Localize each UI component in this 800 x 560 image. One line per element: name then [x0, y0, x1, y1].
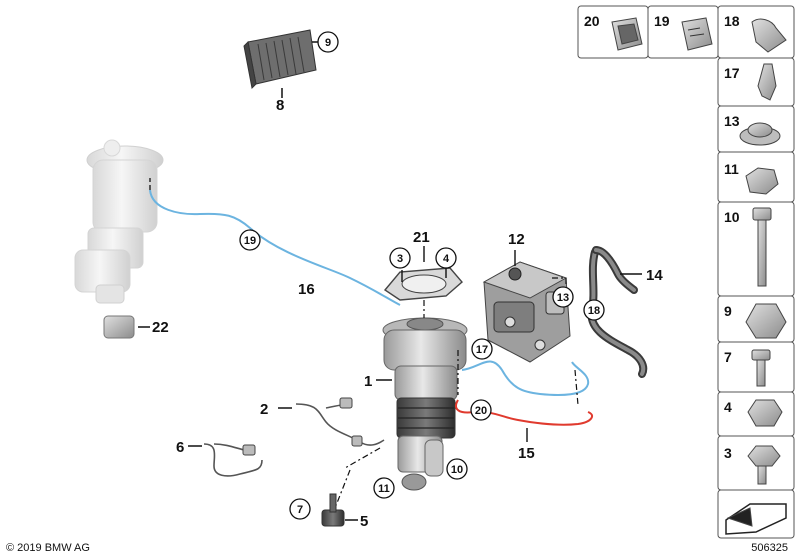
air-line-16: [149, 189, 401, 306]
panel-label-19: 19: [654, 13, 670, 29]
panel-label-7: 7: [724, 349, 732, 365]
panel-label-10: 10: [724, 209, 740, 225]
sensor-2: [278, 397, 385, 447]
mount-gasket: [383, 246, 463, 301]
circled-callout-labels: 9 19 3 4 13 18 17 20 10 11 7: [244, 37, 600, 516]
bracket-5: [321, 493, 358, 527]
air-line-blue-front: [461, 360, 590, 396]
callout-21: 21: [413, 229, 430, 246]
circle-4: [435, 247, 457, 269]
callout-12: 12: [508, 231, 525, 248]
callout-6: 6: [176, 439, 184, 456]
panel-part-drawings: [611, 17, 787, 535]
callout-labels: 1 2 6 5 8 12 14 15 16 21 22: [152, 97, 663, 530]
callout-15: 15: [518, 445, 535, 462]
sensor-6: [188, 443, 263, 477]
circle-18: [583, 299, 605, 321]
callout-11: 11: [378, 483, 390, 495]
callout-9: 9: [325, 37, 331, 49]
circle-11: [373, 477, 395, 499]
callout-4: 4: [443, 253, 450, 265]
circle-10: [446, 458, 468, 480]
panel-label-4: 4: [724, 399, 732, 415]
circle-20: [470, 399, 492, 421]
panel-label-13: 13: [724, 113, 740, 129]
callout-19: 19: [244, 235, 256, 247]
callout-5: 5: [360, 513, 368, 530]
circled-callouts: [239, 31, 605, 520]
copyright-notice: © 2019 BMW AG: [6, 542, 90, 554]
circle-13: [552, 286, 574, 308]
panel-label-11: 11: [724, 161, 739, 177]
circle-19: [239, 229, 261, 251]
air-line-15: [455, 399, 594, 426]
panel-label-17: 17: [724, 65, 740, 81]
circle-7: [289, 498, 311, 520]
callout-1: 1: [364, 373, 372, 390]
circle-9: [317, 31, 339, 53]
callout-8: 8: [276, 97, 284, 114]
panel-label-9: 9: [724, 303, 732, 319]
callout-20: 20: [475, 405, 487, 417]
circle-17: [471, 338, 493, 360]
callout-14: 14: [646, 267, 663, 284]
callout-22: 22: [152, 319, 169, 336]
hose-14: [587, 246, 648, 378]
diagram-reference-number: 506325: [751, 542, 788, 554]
callout-13: 13: [557, 292, 569, 304]
clip-22: [103, 315, 150, 339]
control-unit-8: [243, 29, 318, 98]
valve-block-12: [482, 250, 571, 363]
callout-3: 3: [397, 253, 403, 265]
callout-17: 17: [476, 344, 488, 356]
panel-label-18: 18: [724, 13, 740, 29]
callout-2: 2: [260, 401, 268, 418]
callout-18: 18: [588, 305, 600, 317]
panel-label-20: 20: [584, 13, 600, 29]
callout-7: 7: [297, 504, 303, 516]
panel-label-3: 3: [724, 445, 732, 461]
panel-labels: 20 19 18 17 13 11 10 9 7 4 3: [584, 13, 740, 461]
circle-3: [389, 247, 411, 269]
air-strut-1: [376, 317, 468, 491]
callout-16: 16: [298, 281, 315, 298]
callout-10: 10: [451, 464, 463, 476]
faded-air-spring: [74, 139, 164, 304]
